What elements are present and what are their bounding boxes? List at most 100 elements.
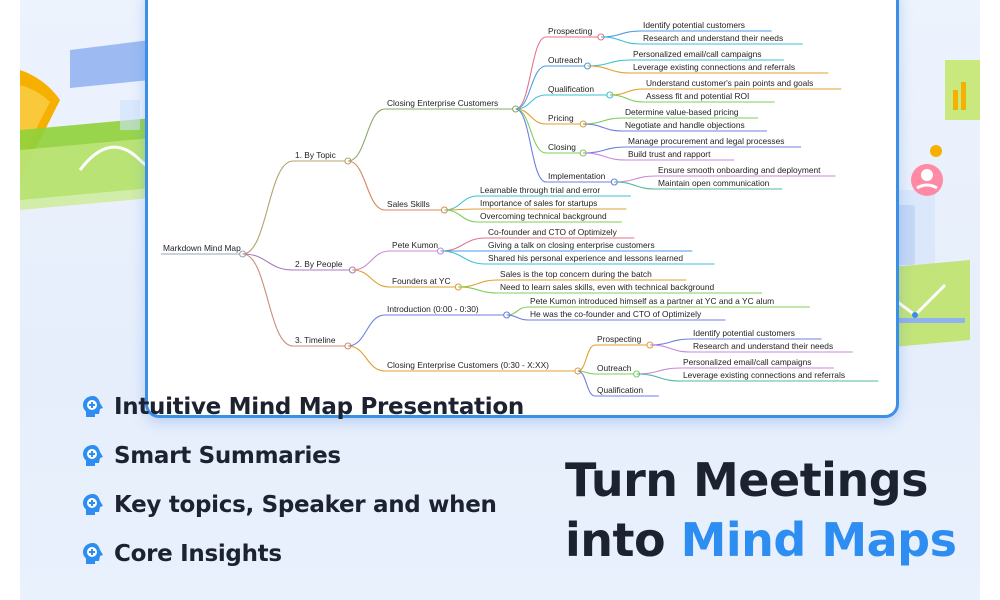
mind-map-node[interactable]: Identify potential customers bbox=[641, 20, 772, 32]
mind-map-node-label: Sales is the top concern during the batc… bbox=[500, 269, 652, 279]
mind-map-link bbox=[649, 338, 692, 346]
mind-map-link bbox=[347, 345, 386, 372]
mind-map-node[interactable]: Manage procurement and legal processes bbox=[626, 136, 802, 148]
mind-map-node-label: Founders at YC bbox=[392, 276, 451, 286]
mind-map-node-label: Overcoming technical background bbox=[480, 211, 607, 221]
mind-map-node-label: Qualification bbox=[597, 385, 643, 395]
mind-map-node[interactable]: Introduction (0:00 - 0:30) bbox=[385, 304, 511, 319]
mind-map-node-label: Maintain open communication bbox=[658, 178, 770, 188]
mind-map-link bbox=[458, 279, 499, 288]
mind-map-link bbox=[609, 88, 645, 96]
mind-map-node-label: Implementation bbox=[548, 171, 606, 181]
mind-map-link bbox=[614, 181, 657, 190]
mind-map-node[interactable]: 3. Timeline bbox=[293, 335, 352, 350]
mind-map-node[interactable]: Research and understand their needs bbox=[641, 33, 803, 45]
mind-map-link bbox=[440, 237, 487, 252]
mind-map-node-label: Outreach bbox=[597, 363, 632, 373]
mind-map-node[interactable]: Founders at YC bbox=[390, 276, 462, 291]
mind-map-node[interactable]: 1. By Topic bbox=[293, 150, 352, 165]
mind-map-node-label: Pricing bbox=[548, 113, 574, 123]
lightbulb-head-icon bbox=[83, 543, 103, 564]
mind-map-link bbox=[444, 209, 479, 223]
mind-map-node[interactable]: Leverage existing connections and referr… bbox=[681, 370, 879, 382]
mind-map-node[interactable]: Co-founder and CTO of Optimizely bbox=[486, 227, 635, 239]
feature-label: Core Insights bbox=[114, 541, 282, 567]
mind-map-node[interactable]: Prospecting bbox=[546, 26, 605, 41]
feature-label: Smart Summaries bbox=[114, 443, 341, 469]
mind-map-node[interactable]: Giving a talk on closing enterprise cust… bbox=[486, 240, 693, 252]
mind-map-node[interactable]: Sales is the top concern during the batc… bbox=[498, 269, 687, 281]
mind-map-node[interactable]: Leverage existing connections and referr… bbox=[631, 62, 829, 74]
mind-map-link bbox=[587, 65, 632, 74]
mind-map-link bbox=[600, 30, 642, 38]
feature-item: Core Insights bbox=[80, 537, 282, 571]
mind-map-node[interactable]: Assess fit and potential ROI bbox=[644, 91, 775, 103]
mind-map-node-label: Shared his personal experience and lesso… bbox=[488, 253, 683, 263]
mind-map-node[interactable]: Build trust and rapport bbox=[626, 149, 735, 161]
mind-map-node[interactable]: Outreach bbox=[595, 363, 641, 378]
mind-map-node[interactable]: Pricing bbox=[546, 113, 587, 128]
mind-map-node-label: Assess fit and potential ROI bbox=[646, 91, 749, 101]
mind-map-node[interactable]: Prospecting bbox=[595, 334, 654, 349]
mind-map-node[interactable]: Qualification bbox=[546, 84, 614, 99]
mind-map-node[interactable]: Sales Skills bbox=[385, 199, 448, 214]
mind-map-link bbox=[636, 367, 682, 375]
mind-map-node[interactable]: Determine value-based pricing bbox=[623, 107, 759, 119]
mind-map-node-label: Learnable through trial and error bbox=[480, 185, 600, 195]
mind-map-node[interactable]: Closing Enterprise Customers (0:30 - X:X… bbox=[385, 360, 582, 375]
mind-map-node[interactable]: Understand customer's pain points and go… bbox=[644, 78, 842, 90]
mind-map-node[interactable]: Qualification bbox=[595, 385, 659, 397]
mind-map-node[interactable]: Pete Kumon introduced himself as a partn… bbox=[528, 296, 810, 308]
mind-map-node[interactable]: Maintain open communication bbox=[656, 178, 783, 190]
mind-map-node[interactable]: Outreach bbox=[546, 55, 592, 70]
lightbulb-head-icon bbox=[83, 494, 103, 515]
mind-map-link bbox=[614, 175, 657, 183]
feature-label: Key topics, Speaker and when bbox=[114, 492, 497, 518]
mind-map-node[interactable]: Negotiate and handle objections bbox=[623, 120, 767, 132]
mind-map-node-label: Need to learn sales skills, even with te… bbox=[500, 282, 714, 292]
mind-map-node[interactable]: Personalized email/call campaigns bbox=[631, 49, 784, 61]
mind-map-link bbox=[242, 253, 294, 271]
mind-map-node-label: Identify potential customers bbox=[693, 328, 795, 338]
mind-map-node-label: Leverage existing connections and referr… bbox=[633, 62, 795, 72]
mind-map-node[interactable]: Identify potential customers bbox=[691, 328, 822, 340]
mind-map-node[interactable]: Importance of sales for startups bbox=[478, 198, 627, 210]
mind-map-node[interactable]: He was the co-founder and CTO of Optimiz… bbox=[528, 309, 726, 321]
mind-map-link bbox=[440, 250, 487, 265]
headline: Turn Meetings into Mind Maps bbox=[565, 450, 980, 570]
mind-map-node[interactable]: Implementation bbox=[546, 171, 618, 186]
mind-map-node-label: Personalized email/call campaigns bbox=[633, 49, 761, 59]
mind-map-node-label: Personalized email/call campaigns bbox=[683, 357, 811, 367]
headline-line-1: Turn Meetings bbox=[565, 453, 929, 507]
mind-map-node[interactable]: Personalized email/call campaigns bbox=[681, 357, 834, 369]
mind-map-node-label: Research and understand their needs bbox=[693, 341, 833, 351]
mind-map-node[interactable]: Pete Kumon bbox=[390, 240, 445, 255]
mind-map-node[interactable]: 2. By People bbox=[293, 259, 356, 274]
mind-map-link bbox=[577, 370, 596, 397]
mind-map-node[interactable]: Ensure smooth onboarding and deployment bbox=[656, 165, 836, 177]
mind-map-node[interactable]: Markdown Mind Map bbox=[161, 243, 247, 258]
mind-map-node-label: Research and understand their needs bbox=[643, 33, 783, 43]
mind-map-node[interactable]: Learnable through trial and error bbox=[478, 185, 631, 197]
mind-map-node-label: Identify potential customers bbox=[643, 20, 745, 30]
feature-item: Key topics, Speaker and when bbox=[80, 488, 497, 522]
mind-map-node[interactable]: Closing Enterprise Customers bbox=[385, 98, 520, 113]
mind-map-node-label: Sales Skills bbox=[387, 199, 430, 209]
mind-map-node[interactable]: Overcoming technical background bbox=[478, 211, 622, 223]
mind-map-link bbox=[347, 314, 386, 347]
mind-map-node[interactable]: Need to learn sales skills, even with te… bbox=[498, 282, 763, 294]
mind-map-link bbox=[636, 373, 682, 382]
mind-map-link bbox=[609, 94, 645, 103]
mind-map-node-label: Pete Kumon introduced himself as a partn… bbox=[530, 296, 774, 306]
mind-map-node-label: Closing Enterprise Customers bbox=[387, 98, 498, 108]
mind-map-node[interactable]: Research and understand their needs bbox=[691, 341, 853, 353]
mind-map-node-label: Markdown Mind Map bbox=[163, 243, 241, 253]
mind-map-node[interactable]: Closing bbox=[546, 142, 587, 157]
mind-map-node[interactable]: Shared his personal experience and lesso… bbox=[486, 253, 715, 265]
mind-map-node-label: Qualification bbox=[548, 84, 594, 94]
mind-map-link bbox=[347, 108, 386, 162]
mind-map-link bbox=[515, 36, 547, 110]
